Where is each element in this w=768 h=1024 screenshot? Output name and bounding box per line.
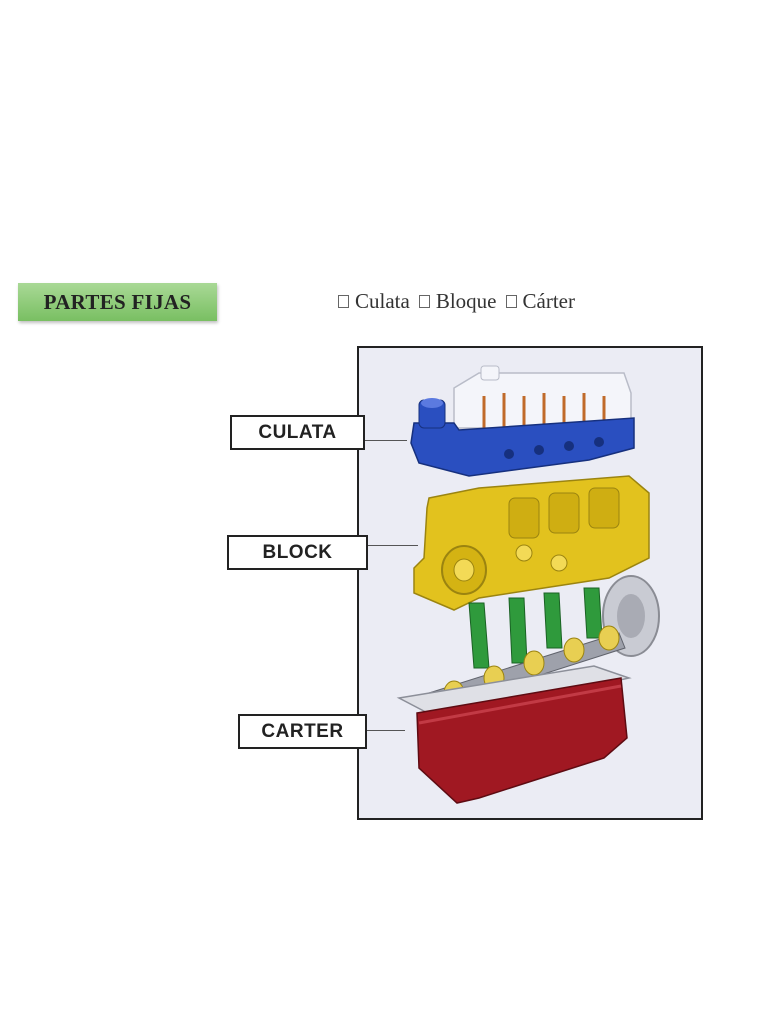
leader-line-carter — [367, 730, 405, 731]
connecting-rods — [468, 587, 603, 669]
option-label: Bloque — [435, 289, 497, 313]
option-bloque[interactable]: Bloque — [418, 289, 497, 314]
leader-line-block — [368, 545, 418, 546]
checkbox-icon[interactable] — [338, 295, 349, 308]
checkbox-icon[interactable] — [418, 295, 430, 308]
checkbox-icon[interactable] — [505, 295, 517, 308]
carter-part — [416, 677, 628, 804]
label-culata-text: CULATA — [258, 421, 337, 443]
culata-part — [410, 398, 635, 477]
label-block-text: BLOCK — [262, 541, 333, 563]
engine-illustration — [396, 365, 660, 804]
engine-illustration-frame — [357, 346, 703, 820]
label-carter-text: CARTER — [261, 720, 344, 742]
label-block: BLOCK — [227, 535, 368, 570]
label-culata: CULATA — [230, 415, 365, 450]
label-carter: CARTER — [238, 714, 367, 749]
section-title: PARTES FIJAS — [43, 289, 192, 314]
section-title-badge: PARTES FIJAS — [18, 283, 217, 321]
option-label: Cárter — [522, 289, 575, 313]
option-carter[interactable]: Cárter — [505, 289, 575, 314]
leader-line-culata — [365, 440, 407, 441]
option-label: Culata — [355, 289, 410, 313]
block-part — [413, 475, 650, 611]
parts-checklist: Culata Bloque Cárter — [338, 289, 575, 314]
option-culata[interactable]: Culata — [338, 289, 410, 314]
